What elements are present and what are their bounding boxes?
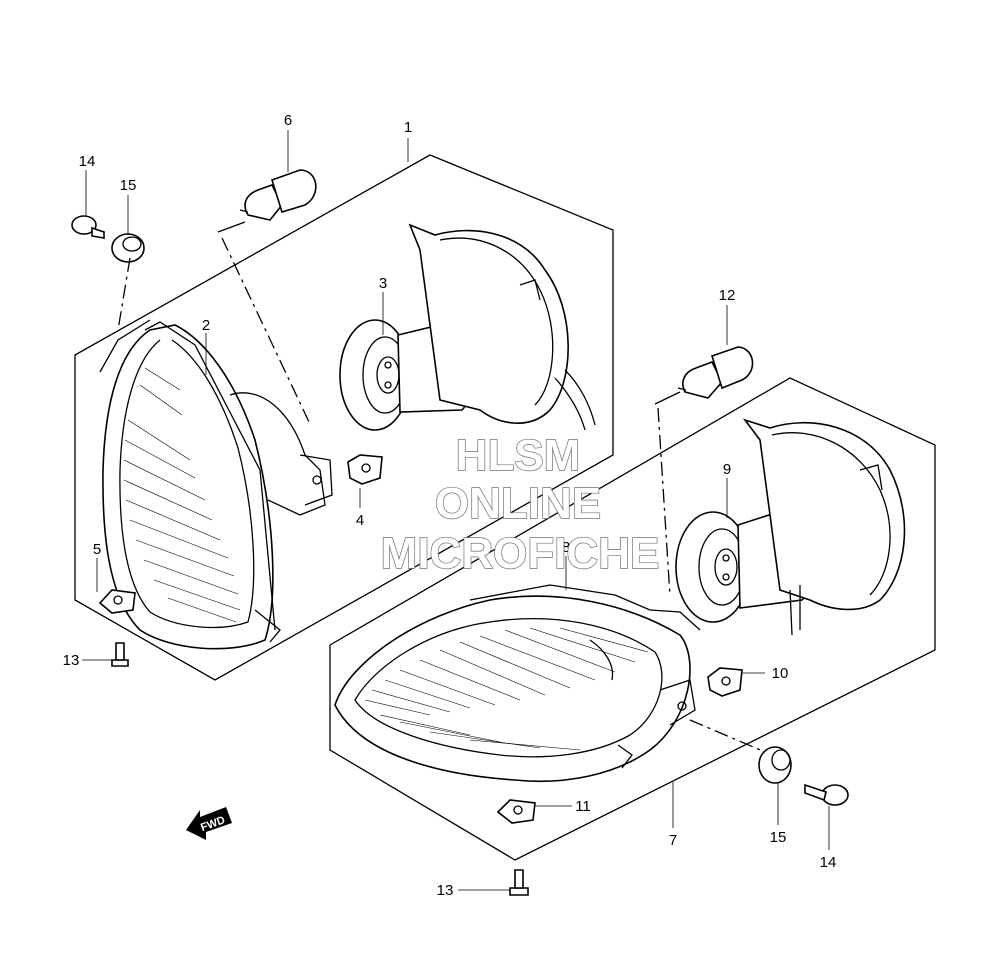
- watermark-line-3: MICROFICHE: [381, 529, 660, 578]
- callout-7: 7: [669, 832, 677, 849]
- callout-3: 3: [379, 275, 387, 292]
- callout-1: 1: [404, 119, 412, 136]
- watermark-line-2: ONLINE: [435, 479, 601, 528]
- left-grommet: [111, 233, 145, 263]
- callout-10: 10: [772, 665, 789, 682]
- callout-15-left: 15: [120, 177, 137, 194]
- left-reflector-cover: [408, 223, 596, 431]
- left-headlamp-housing: [102, 321, 333, 650]
- left-position-bulb: [239, 169, 317, 221]
- callout-leaders: [82, 130, 830, 891]
- left-upper-screw: [71, 215, 105, 239]
- watermark-line-1: HLSM: [456, 431, 581, 480]
- right-reflector-cover: [742, 418, 906, 636]
- callout-2: 2: [202, 317, 210, 334]
- left-clip-5: [98, 589, 136, 614]
- callout-8: 8: [562, 539, 570, 556]
- left-headlamp-assembly-frame: [74, 154, 614, 681]
- callout-11: 11: [575, 798, 591, 815]
- left-bolt-13: [111, 642, 129, 667]
- right-grommet: [758, 746, 792, 784]
- right-position-bulb: [677, 346, 754, 399]
- callout-numbers: 1 2 3 4 5 6 7 8 9 10 11 12 13 13 14 14 1…: [63, 112, 837, 899]
- right-lower-screw: [804, 783, 849, 806]
- callout-9: 9: [723, 461, 731, 478]
- watermark: HLSM ONLINE MICROFICHE: [380, 430, 660, 578]
- callout-15-right: 15: [770, 829, 787, 846]
- callout-14-left: 14: [79, 153, 96, 170]
- callout-12: 12: [719, 287, 736, 304]
- callout-6: 6: [284, 112, 292, 129]
- callout-14-right: 14: [820, 854, 837, 871]
- callout-13-left: 13: [63, 652, 80, 669]
- callout-4: 4: [356, 512, 364, 529]
- left-clip-4: [347, 454, 383, 485]
- right-clip-10: [707, 667, 743, 697]
- right-clip-11: [496, 799, 536, 824]
- callout-5: 5: [93, 541, 101, 558]
- left-leader-lines: [99, 221, 311, 425]
- right-bolt-13: [509, 869, 529, 896]
- right-headlamp-assembly-frame: [329, 377, 936, 861]
- arrow-icon: [186, 807, 232, 840]
- forward-direction-arrow: FWD: [186, 807, 232, 840]
- right-leader-lines: [654, 391, 766, 753]
- right-headlamp-housing: [334, 584, 701, 783]
- callout-13-right: 13: [437, 882, 454, 899]
